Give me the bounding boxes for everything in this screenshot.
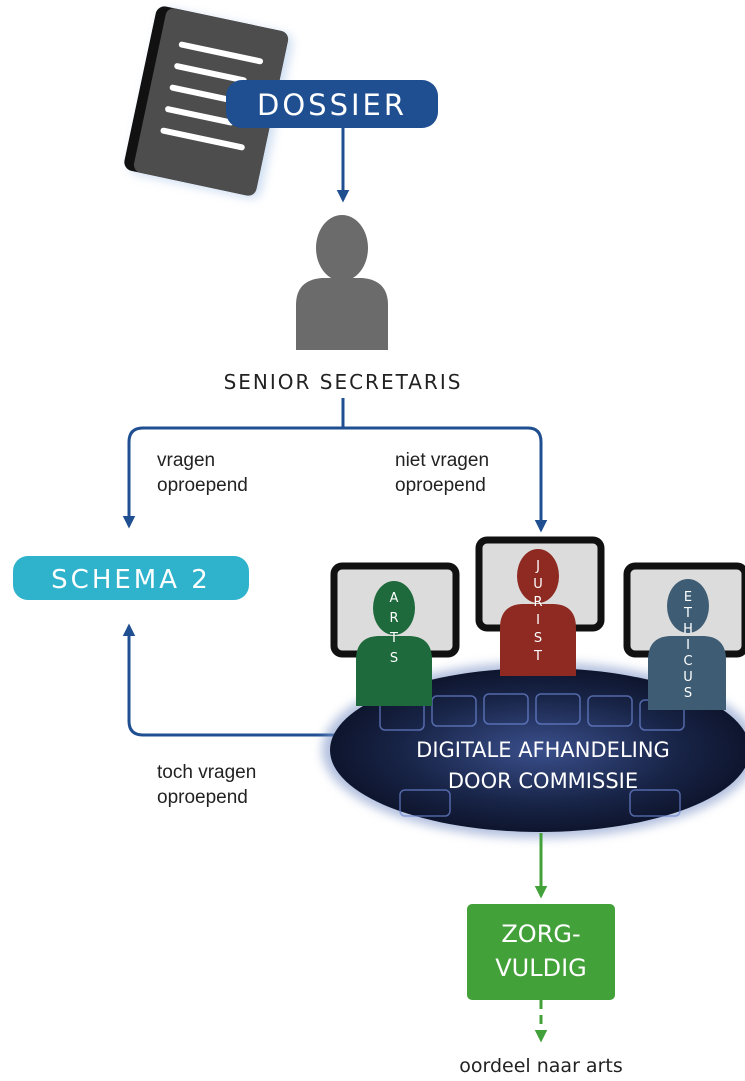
branch-left-line1: vragen xyxy=(157,450,216,471)
branch-right-label: niet vragen oproepend xyxy=(395,448,489,498)
branch-right-line2: oproepend xyxy=(395,475,486,496)
member-arts xyxy=(356,581,432,706)
member-letter: J xyxy=(535,559,540,574)
return-line1: toch vragen xyxy=(157,762,257,783)
member-letter: T xyxy=(683,606,692,621)
return-label: toch vragen oproepend xyxy=(157,760,256,810)
member-letter: S xyxy=(534,631,542,646)
branch-line xyxy=(122,398,345,529)
branch-right-line1: niet vragen xyxy=(395,450,490,471)
keyboard-image xyxy=(322,662,745,838)
document-icon xyxy=(124,6,293,199)
return-line2: oproepend xyxy=(157,787,248,808)
member-letter: U xyxy=(683,670,693,685)
branch-line-right xyxy=(343,426,548,533)
commission-line2: DOOR COMMISSIE xyxy=(448,769,638,793)
schema-label: SCHEMA 2 xyxy=(51,565,211,595)
result-line1: ZORG- xyxy=(501,920,580,948)
member-jurist xyxy=(500,549,576,676)
member-letter: S xyxy=(390,651,398,666)
result-line2: VULDIG xyxy=(495,954,587,982)
member-letter: R xyxy=(533,595,542,610)
final-label: oordeel naar arts xyxy=(459,1055,622,1077)
dossier-label: DOSSIER xyxy=(257,88,407,122)
person-icon xyxy=(296,215,388,350)
member-letter: E xyxy=(684,590,692,605)
member-letter: R xyxy=(389,611,398,626)
secretaris-label: SENIOR SECRETARIS xyxy=(224,370,463,394)
result-box xyxy=(467,904,615,1000)
dossier-box xyxy=(226,80,438,128)
commission-line1: DIGITALE AFHANDELING xyxy=(416,738,670,762)
member-letter: T xyxy=(533,649,542,664)
schema-box xyxy=(13,556,249,600)
member-letter: U xyxy=(533,577,543,592)
member-ethicus xyxy=(648,579,726,710)
member-letter: A xyxy=(390,591,399,606)
member-letter: C xyxy=(683,654,692,669)
member-letter: S xyxy=(684,686,692,701)
member-letter: T xyxy=(389,631,398,646)
branch-left-label: vragen oproepend xyxy=(157,448,248,498)
branch-left-line2: oproepend xyxy=(157,475,248,496)
member-letter: I xyxy=(686,638,690,653)
member-letter: H xyxy=(683,622,693,637)
member-letter: I xyxy=(536,613,540,628)
return-arrow xyxy=(122,623,345,737)
